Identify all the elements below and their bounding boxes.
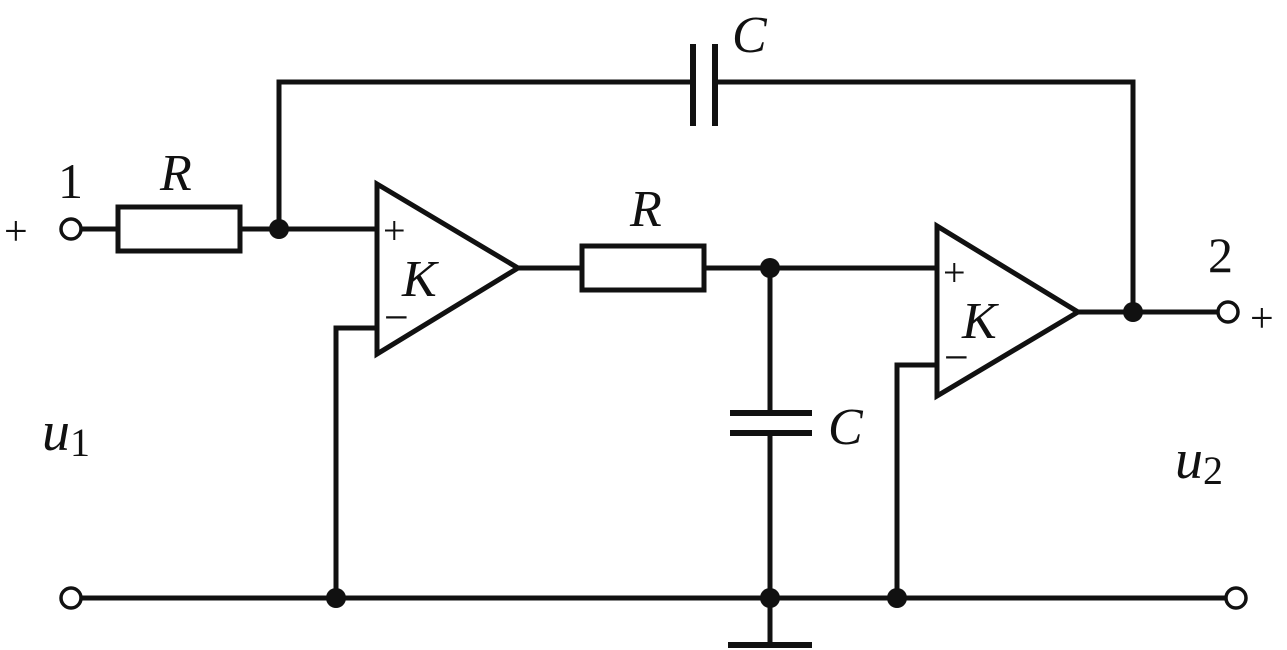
feedback-capacitor-label: C (732, 7, 768, 64)
output-terminal-label: 2 (1208, 227, 1233, 283)
opamp-1-gain-label: K (401, 251, 439, 308)
shunt-capacitor (730, 410, 812, 436)
ground-terminal-right (1224, 586, 1248, 610)
middle-resistor-label: R (629, 181, 662, 238)
opamp-2-minus-sign: − (944, 333, 969, 382)
input-voltage-base: u (42, 401, 70, 463)
input-terminal-1 (59, 217, 83, 241)
opamp-2-plus-sign: + (943, 250, 966, 295)
input-resistor-label: R (159, 145, 192, 202)
input-voltage-label: u1 (42, 401, 90, 465)
output-plus-label: + (1250, 296, 1274, 342)
opamp-1-plus-sign: + (383, 208, 406, 253)
output-terminal-2 (1216, 300, 1240, 324)
opamp-2-gain-label: K (961, 293, 999, 350)
input-terminal-label: 1 (58, 153, 83, 209)
output-voltage-subscript: 2 (1203, 448, 1223, 493)
opamp-2 (934, 221, 1083, 401)
middle-resistor (579, 243, 707, 293)
input-voltage-subscript: 1 (70, 420, 90, 465)
wires (79, 79, 1229, 648)
output-voltage-base: u (1175, 429, 1203, 491)
input-resistor (115, 204, 243, 254)
junction-dots (269, 219, 1143, 608)
ground-terminal-left (59, 586, 83, 610)
opamp-1 (374, 179, 523, 359)
feedback-capacitor (690, 44, 718, 126)
opamp-1-minus-sign: − (384, 293, 409, 342)
input-plus-label: + (4, 209, 28, 255)
shunt-capacitor-label: C (828, 399, 864, 456)
output-voltage-label: u2 (1175, 429, 1223, 493)
